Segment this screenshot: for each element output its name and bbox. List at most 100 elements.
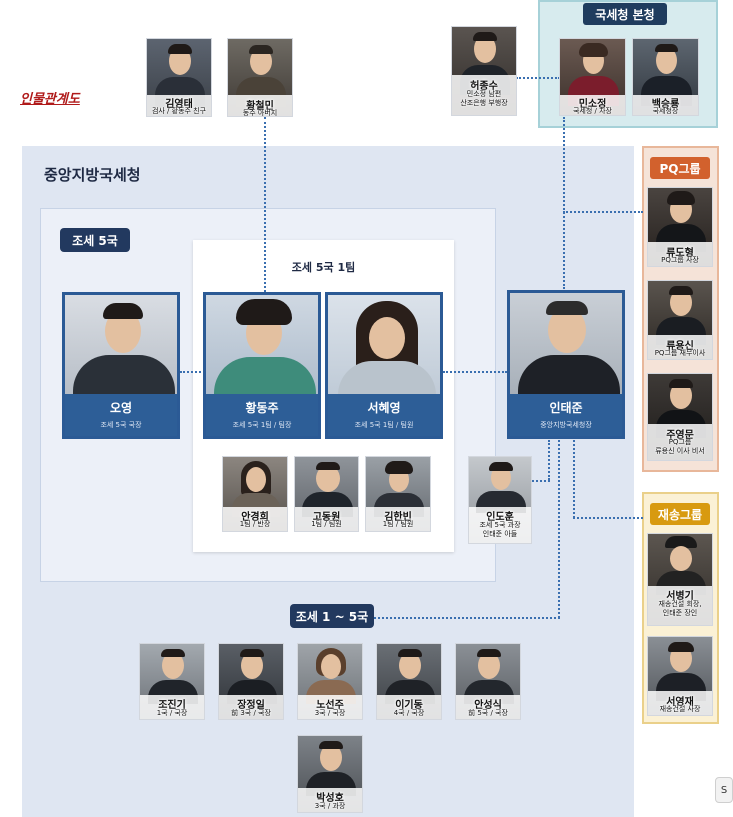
person-name: 백승룡 [651, 99, 680, 110]
hair-shape [655, 44, 678, 52]
face-icon [399, 652, 421, 679]
person-role: 검사 / 황동주 친구 [151, 107, 207, 115]
person-name: 허종수 [470, 81, 498, 92]
connector-js-h [573, 517, 643, 519]
hair-shape [319, 741, 343, 749]
team1-label: 조세 5국 1팀 [291, 261, 356, 274]
person-role: 3국 / 과장 [314, 802, 346, 810]
person-role: 1국 / 국장 [156, 709, 188, 717]
person-role: 前 3국 / 국장 [231, 709, 271, 717]
hair-shape [236, 299, 292, 325]
person-name: 서병기 [666, 591, 694, 602]
person-role: 중앙지방국세청장 [540, 421, 592, 429]
person-name: 안성식 [474, 700, 502, 711]
person-name: 민소정 [578, 99, 607, 110]
person-role: 국세청 / 차장 [572, 107, 612, 115]
card-go-dongwon: 고동원 1팀 / 팀원 [294, 456, 359, 532]
person-role: 4국 / 국장 [393, 709, 425, 717]
card-ju-youngmun: 주영문 PQ그룹 류용신 이사 비서 [647, 373, 713, 461]
connector-to-pq [563, 211, 643, 213]
face-icon [169, 47, 191, 75]
face-icon [162, 652, 184, 679]
person-name: 이기동 [395, 700, 423, 711]
person-name: 노선주 [316, 700, 344, 711]
card-in-dohun: 인도훈 조세 5국 과장 인태준 아들 [468, 456, 532, 544]
face-icon [670, 546, 692, 571]
person-role: 前 5국 / 국장 [468, 709, 508, 717]
hair-shape [669, 286, 693, 295]
edge-stub-button[interactable]: S [715, 777, 733, 803]
hair-shape [546, 301, 588, 315]
card-baek-seungryong: 백승룡 국세청장 [632, 38, 699, 116]
person-name: 서영재 [666, 697, 694, 708]
card-seo-hyeyoung: 서혜영 조세 5국 1팀 / 팀원 [325, 292, 443, 439]
hair-shape [579, 43, 608, 57]
person-name: 류도형 [666, 248, 694, 259]
card-min-sojung: 민소정 국세청 / 차장 [559, 38, 626, 116]
card-seo-youngjae: 서영재 재송건설 사장 [647, 636, 713, 716]
face-icon [478, 652, 500, 679]
person-name: 서혜영 [367, 401, 401, 415]
main-office-label: 중앙지방국세청 [44, 166, 141, 184]
person-role: 조세 5국 1팀 / 팀장 [232, 421, 292, 429]
connector-intaejun-son [548, 440, 550, 480]
card-hwang-dongju: 황동주 조세 5국 1팀 / 팀장 [203, 292, 321, 439]
person-name: 류용신 [666, 341, 694, 352]
person-role: PQ그룹 사장 [661, 256, 699, 264]
card-no-sunju: 노선주 3국 / 국장 [297, 643, 363, 720]
person-name: 고동원 [312, 512, 341, 523]
hair-shape [240, 649, 264, 657]
person-name: 황철민 [246, 101, 274, 112]
card-in-taejun: 인태준 중앙지방국세청장 [507, 290, 625, 439]
card-kim-youngtae: 김영태 검사 / 황동주 친구 [146, 38, 212, 117]
person-name: 조진기 [158, 700, 186, 711]
bureaus-all-label: 조세 1 ~ 5국 [290, 604, 374, 628]
connector-team-intaejun [443, 371, 507, 373]
connector-oh-team [180, 371, 205, 373]
connector-father-team [264, 117, 266, 292]
person-name: 김한빈 [384, 512, 412, 523]
person-role: 조세 5국 1팀 / 팀원 [354, 421, 414, 429]
face-icon [656, 47, 677, 74]
person-name: 장정일 [237, 700, 265, 711]
hair-shape [473, 32, 497, 41]
connector-bureaus-h [374, 617, 560, 619]
connector-intaejun-son-h [532, 480, 550, 482]
face-icon [320, 744, 342, 771]
hair-shape [489, 462, 513, 471]
card-jo-jinki: 조진기 1국 / 국장 [139, 643, 205, 720]
face-icon [670, 289, 692, 316]
diagram-title: 인물관계도 [20, 92, 80, 107]
pq-label: PQ그룹 [650, 157, 710, 179]
person-role: 조세 5국 국장 [100, 421, 142, 429]
person-role: 민소정 남편 산조은행 부행장 [460, 90, 508, 107]
card-ryu-yongsin: 류용신 PQ그룹 재무이사 [647, 280, 713, 360]
person-role: 조세 5국 과장 인태준 아들 [479, 521, 521, 538]
hair-shape [385, 461, 413, 474]
face-icon [246, 467, 266, 492]
connector-intaejun-bureaus [558, 440, 560, 618]
face-icon [474, 35, 496, 63]
face-icon [250, 48, 272, 75]
hair-shape [249, 45, 273, 54]
connector-intaejun-js [573, 440, 575, 518]
face-icon [670, 382, 692, 409]
hair-shape [316, 462, 340, 470]
hair-shape [161, 649, 185, 657]
hair-shape [669, 379, 693, 388]
jaesong-label: 재송그룹 [650, 503, 710, 525]
hair-shape [477, 649, 501, 657]
face-icon [241, 652, 263, 679]
connector-hq-intaejun [563, 117, 565, 289]
face-icon [321, 654, 341, 679]
hair-shape [168, 44, 192, 54]
person-role: 재송건설 사장 [659, 705, 701, 713]
person-name: 주영문 [666, 430, 694, 441]
card-hwang-chulmin: 황철민 동주 아버지 [227, 38, 293, 117]
card-ryu-dohyung: 류도형 PQ그룹 사장 [647, 187, 713, 267]
card-jang-jungil: 장정일 前 3국 / 국장 [218, 643, 284, 720]
hair-shape [668, 642, 694, 652]
card-lee-kidong: 이기동 4국 / 국장 [376, 643, 442, 720]
hair-shape [667, 191, 695, 205]
person-name: 김영태 [165, 99, 193, 110]
